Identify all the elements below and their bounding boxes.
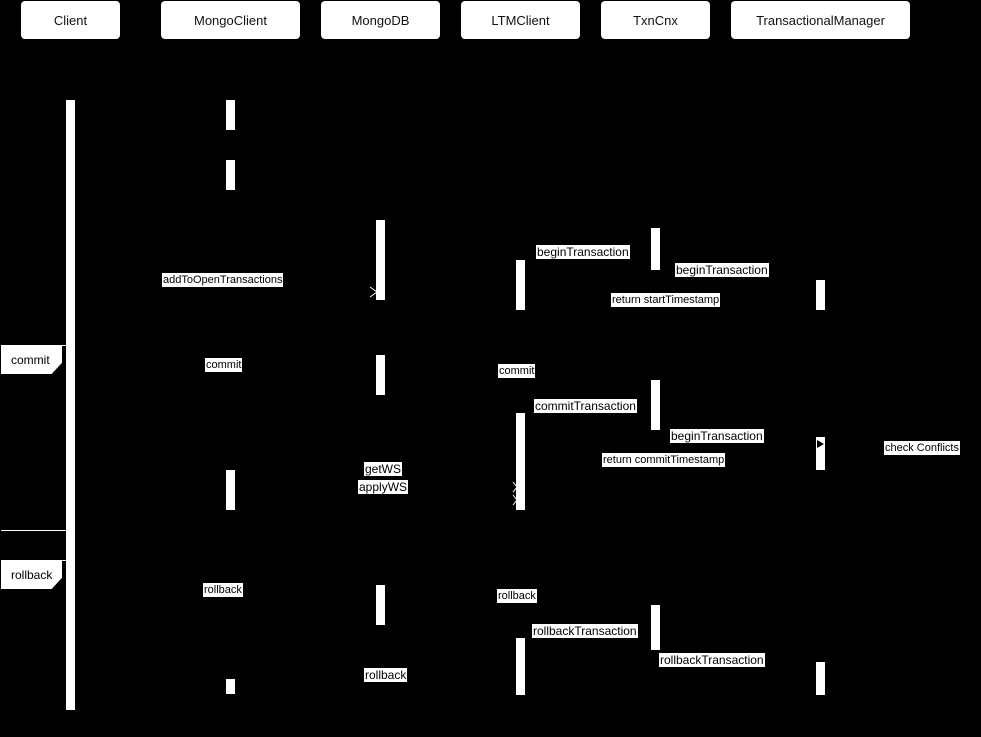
activation-tm-3 [816, 662, 825, 695]
fragment-line-commit-top [1, 345, 75, 346]
msg-begin-transaction-txn: beginTransaction [675, 263, 769, 277]
msg-rollback-mongodb: rollback [364, 668, 408, 682]
msg-return-commit-timestamp: return commitTimestamp [602, 453, 726, 467]
participant-txncnx: TxnCnx [601, 1, 710, 39]
msg-rollback-transaction-1: rollbackTransaction [532, 624, 638, 638]
msg-rollback-transaction-2: rollbackTransaction [659, 653, 765, 667]
msg-begin-transaction-ltm: beginTransaction [536, 245, 630, 259]
msg-add-to-open-transactions: addToOpenTransactions [162, 273, 284, 287]
activation-ltmclient-1 [516, 260, 525, 310]
activation-txncnx-1 [651, 228, 660, 270]
participant-ltmclient: LTMClient [461, 1, 580, 39]
fragment-line-rollback-top [1, 560, 75, 561]
activation-mongoclient-4 [226, 679, 235, 694]
msg-get-ws: getWS [364, 462, 403, 476]
msg-rollback-mongoclient: rollback [203, 583, 243, 597]
msg-check-conflicts: check Conflicts [884, 441, 960, 455]
activation-txncnx-2 [651, 380, 660, 430]
activation-mongoclient-2 [226, 160, 235, 190]
arrow-tick-ltm-2 [512, 494, 518, 506]
activation-client [66, 100, 75, 710]
fragment-commit: commit [1, 346, 62, 374]
activation-tm-1 [816, 280, 825, 310]
msg-commit-ltmclient: commit [498, 364, 536, 378]
arrow-tick-ltm-1 [512, 481, 518, 493]
arrow-tick-mongodb [369, 286, 378, 298]
activation-mongodb-1 [376, 220, 385, 300]
msg-begin-transaction-2: beginTransaction [670, 429, 764, 443]
participant-transactionalmanager: TransactionalManager [731, 1, 910, 39]
activation-tm-2 [816, 437, 825, 470]
participant-mongoclient: MongoClient [161, 1, 300, 39]
msg-apply-ws: applyWS [358, 480, 409, 494]
participant-mongodb: MongoDB [321, 1, 440, 39]
msg-commit-transaction: commitTransaction [534, 399, 637, 413]
msg-rollback-ltmclient: rollback [497, 589, 537, 603]
msg-commit-mongoclient: commit [205, 358, 243, 372]
msg-return-start-timestamp: return startTimestamp [611, 293, 721, 307]
fragment-rollback: rollback [1, 561, 62, 589]
fragment-line-commit-bottom [1, 530, 75, 531]
arrow-tick-tm [817, 440, 824, 448]
activation-mongodb-2 [376, 355, 385, 395]
activation-mongoclient-1 [226, 100, 235, 130]
activation-mongoclient-3 [226, 470, 235, 510]
activation-txncnx-3 [651, 605, 660, 650]
participant-client: Client [21, 1, 120, 39]
activation-ltmclient-2 [516, 413, 525, 510]
activation-ltmclient-3 [516, 638, 525, 695]
activation-mongodb-3 [376, 585, 385, 625]
